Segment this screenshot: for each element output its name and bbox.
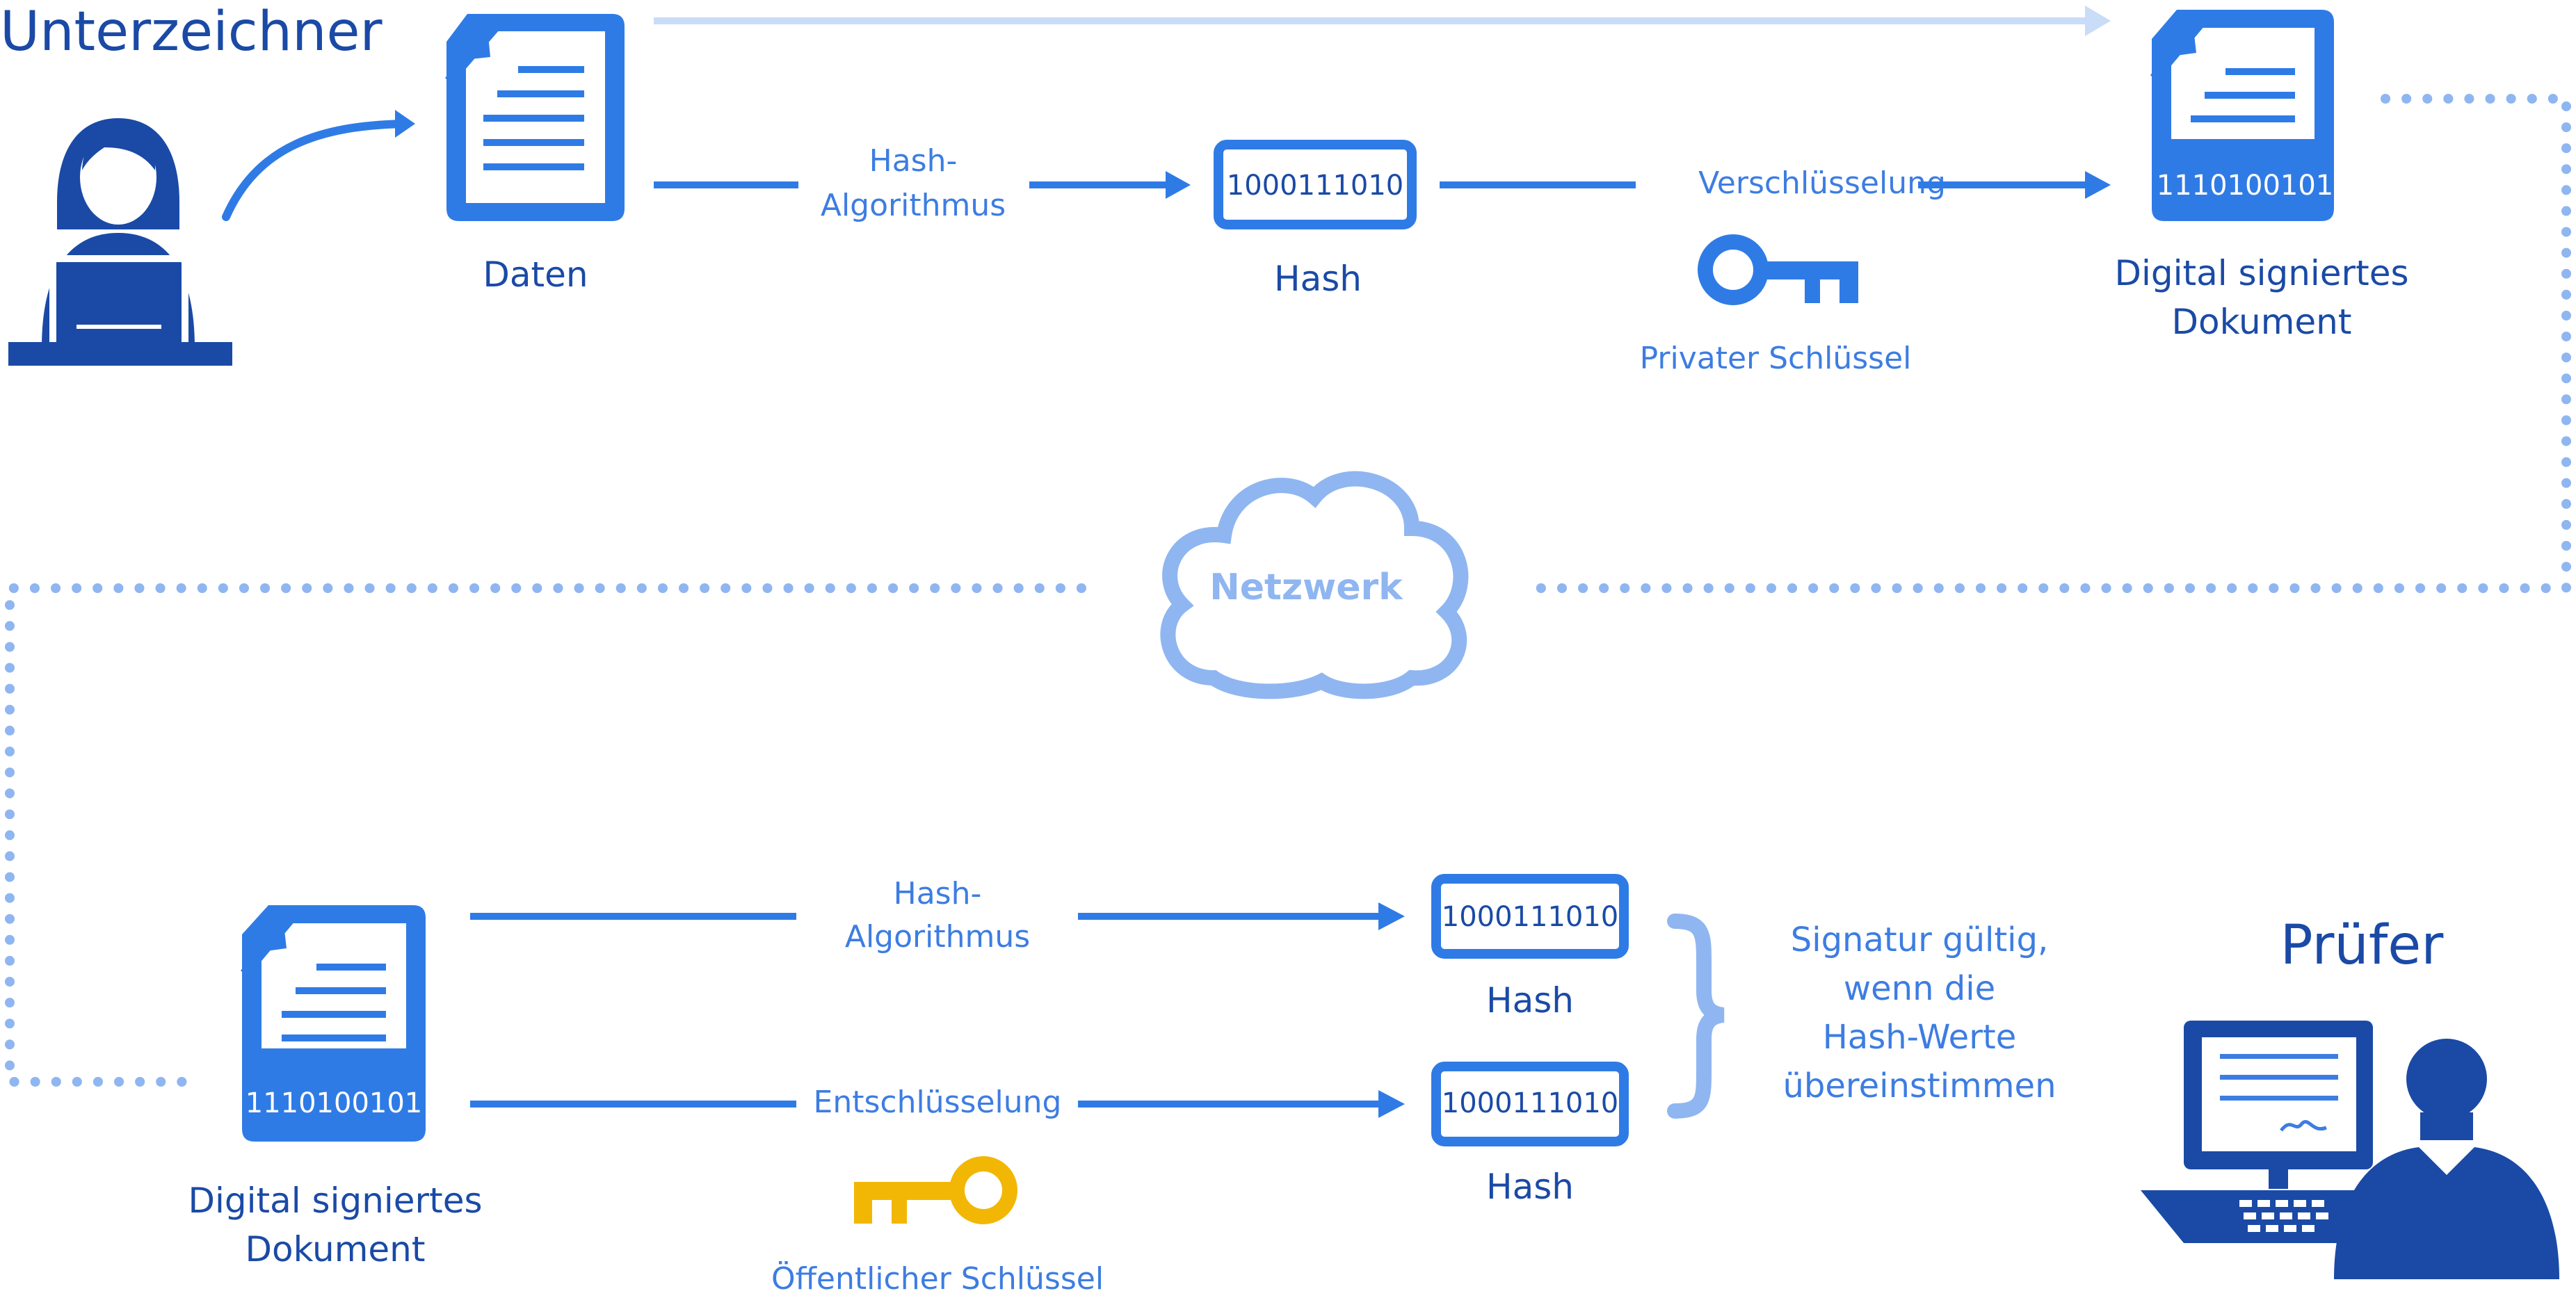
comparison-brace (1667, 914, 1725, 1119)
signed-doc-label-bottom-2: Dokument (245, 1229, 426, 1269)
signer-role-label: Unterzeichner (0, 1, 383, 63)
hash-value-bottom-2: 1000111010 (1442, 1087, 1619, 1119)
signed-doc-value-bottom: 1110100101 (245, 1087, 423, 1119)
encryption-label: Verschlüsselung (1698, 165, 1946, 201)
signed-document-icon-bottom (241, 905, 426, 1142)
signed-doc-label-top-1: Digital signiertes (2114, 253, 2408, 293)
signed-doc-label-bottom-1: Digital signiertes (188, 1181, 482, 1221)
network-path (5, 94, 2571, 1087)
hash-label-bottom-2: Hash (1486, 1167, 1574, 1207)
private-key-label: Privater Schlüssel (1640, 341, 1912, 376)
hash-algo-label-top-2: Algorithmus (821, 188, 1006, 223)
private-key-icon (1698, 234, 1858, 305)
hash-value-bottom-1: 1000111010 (1442, 901, 1619, 933)
man-computer-icon (2141, 1021, 2559, 1279)
verifier-role-label: Prüfer (2280, 914, 2445, 977)
hash-label-top: Hash (1274, 259, 1362, 299)
data-document-icon (445, 14, 625, 221)
signer-to-data-arrowhead (395, 110, 415, 138)
signed-doc-value-top: 1110100101 (2157, 170, 2334, 202)
result-line-2: wenn die (1844, 969, 1995, 1008)
signed-document-icon-top (2150, 10, 2334, 221)
hash-algo-label-bottom-1: Hash- (894, 876, 982, 911)
signer-to-data-arrow (222, 120, 411, 221)
result-line-3: Hash-Werte (1823, 1018, 2017, 1057)
network-label: Netzwerk (1209, 567, 1403, 608)
hash-box-bottom-1 (1431, 874, 1629, 959)
hash-box-top (1214, 140, 1417, 229)
hash-label-bottom-1: Hash (1486, 980, 1574, 1021)
result-line-1: Signatur gültig, (1791, 920, 2048, 959)
hash-value-top: 1000111010 (1227, 170, 1404, 202)
public-key-label: Öffentlicher Schlüssel (771, 1260, 1104, 1297)
decryption-label: Entschlüsselung (814, 1085, 1062, 1120)
hash-algo-label-bottom-2: Algorithmus (845, 919, 1030, 955)
cloud-icon (1160, 471, 1469, 699)
hash-box-bottom-2 (1431, 1062, 1629, 1146)
hash-algo-label-top-1: Hash- (869, 143, 958, 179)
data-label: Daten (483, 254, 588, 295)
public-key-icon (854, 1156, 1017, 1224)
woman-laptop-icon (8, 118, 232, 366)
signed-doc-label-top-2: Dokument (2172, 302, 2352, 342)
result-line-4: übereinstimmen (1782, 1066, 2056, 1105)
